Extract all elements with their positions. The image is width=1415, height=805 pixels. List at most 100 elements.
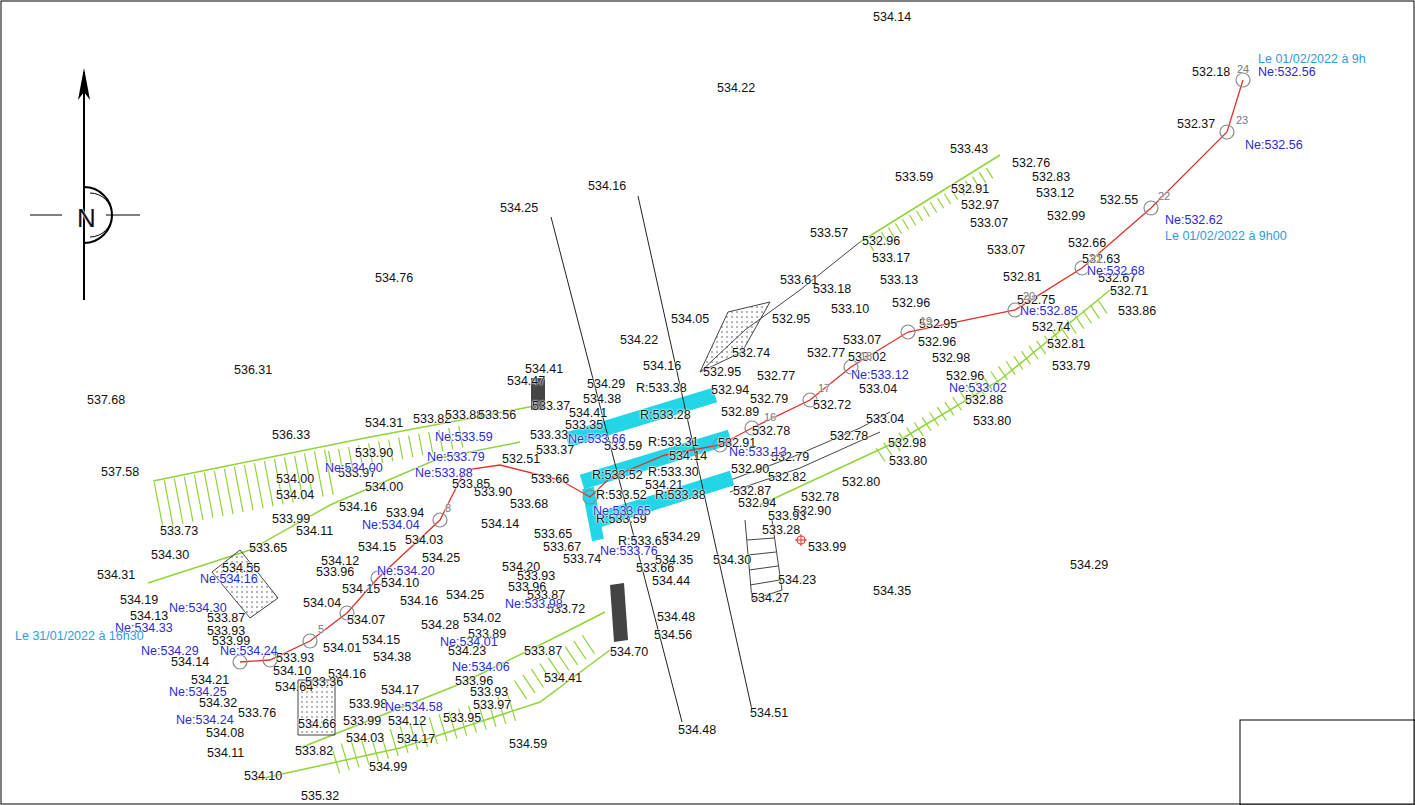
elevation-label: 533.95	[443, 711, 481, 725]
elevation-label: 533.33	[530, 428, 568, 442]
water-level-label: Ne:533.79	[427, 450, 485, 464]
elevation-label: 534.19	[120, 593, 158, 607]
road-edges	[212, 242, 890, 735]
elevation-label: 534.99	[369, 760, 407, 774]
elevation-label: 532.66	[1068, 236, 1106, 250]
elevation-label: 533.93	[470, 685, 508, 699]
elevation-label: 532.51	[502, 452, 540, 466]
elevation-label: 532.37	[1177, 117, 1215, 131]
elevation-label: 532.72	[813, 398, 851, 412]
elevation-label: 533.94	[386, 506, 424, 520]
water-level-label: Ne:533.76	[600, 544, 658, 558]
elevation-label: 533.68	[510, 497, 548, 511]
embankments	[148, 155, 1110, 780]
elevation-label: R:533.52	[592, 468, 643, 482]
elevation-label: 534.22	[717, 81, 755, 95]
water-level-label: Ne:533.88	[415, 466, 473, 480]
elevation-label: 533.97	[473, 698, 511, 712]
elevation-label: 534.44	[652, 574, 690, 588]
elevation-label: 534.23	[778, 573, 816, 587]
elevation-label: 534.76	[375, 271, 413, 285]
elevation-label: 534.14	[873, 10, 911, 24]
elevation-label: 532.89	[721, 405, 759, 419]
elevation-label: 534.29	[587, 377, 625, 391]
elevation-label: 534.15	[358, 540, 396, 554]
elevation-label: 533.12	[1036, 186, 1074, 200]
date-note: Le 01/02/2022 à 9h	[1258, 52, 1366, 66]
water-level-label: Ne:533.02	[949, 381, 1007, 395]
elevation-label: 532.97	[961, 198, 999, 212]
elevation-label: 532.55	[1100, 193, 1138, 207]
station-number: 5	[318, 623, 324, 635]
elevation-label: 534.41	[544, 671, 582, 685]
elevation-label: 534.41	[569, 406, 607, 420]
water-level-label: Ne:533.13	[729, 445, 787, 459]
elevation-label: 534.17	[381, 683, 419, 697]
elevation-label: 534.31	[365, 416, 403, 430]
elevation-label: 534.31	[97, 568, 135, 582]
elevation-label: 534.00	[276, 472, 314, 486]
elevation-label: 533.66	[531, 472, 569, 486]
elevation-label: 533.43	[950, 142, 988, 156]
water-level-label: Ne:534.58	[385, 700, 443, 714]
water-level-label: Ne:532.56	[1258, 65, 1316, 79]
elevation-label: 533.28	[762, 523, 800, 537]
elevation-label: 532.79	[750, 392, 788, 406]
water-level-label: Ne:533.65	[593, 504, 651, 518]
elevation-label: 533.73	[160, 524, 198, 538]
elevation-label: 534.15	[362, 633, 400, 647]
elevation-label: 532.96	[862, 234, 900, 248]
elevation-label: 537.58	[101, 465, 139, 479]
elevation-label: R:533.28	[640, 408, 691, 422]
water-level-label: Ne:534.06	[452, 660, 510, 674]
title-box	[1240, 720, 1415, 805]
elevation-label: 532.80	[842, 475, 880, 489]
elevation-label: 534.11	[207, 746, 244, 760]
elevation-label: 533.67	[543, 540, 581, 554]
elevation-label: 532.76	[1012, 156, 1050, 170]
elevation-label: 532.78	[801, 490, 839, 504]
elevation-label: 533.18	[813, 282, 851, 296]
elevation-label: R:533.30	[648, 465, 699, 479]
water-level-label: Ne:533.12	[851, 368, 909, 382]
elevation-label: 534.25	[500, 201, 538, 215]
elevation-label: 534.25	[422, 551, 460, 565]
elevation-label: 532.87	[733, 484, 771, 498]
elevation-label: 533.17	[872, 251, 910, 265]
water-level-label: Ne:532.85	[1020, 304, 1078, 318]
elevation-label: 534.70	[610, 645, 648, 659]
date-note: Le 01/02/2022 à 9h00	[1165, 229, 1287, 243]
elevation-label: 533.96	[316, 565, 354, 579]
elevation-label: 534.14	[481, 517, 519, 531]
wall-block	[610, 583, 628, 642]
elevation-label: 534.25	[446, 588, 484, 602]
elevation-label: 532.78	[830, 429, 868, 443]
elevation-label: 534.13	[130, 609, 168, 623]
elevation-label: 534.51	[750, 706, 788, 720]
station-number: 24	[1237, 63, 1249, 75]
water-level-label: Ne:534.01	[440, 635, 498, 649]
elevation-label: 534.66	[298, 717, 336, 731]
water-level-label: Ne:534.25	[169, 685, 227, 699]
date-note: Le 31/01/2022 à 16h30	[15, 629, 144, 643]
elevation-label: 534.47	[507, 374, 545, 388]
elevation-label: 533.07	[970, 216, 1008, 230]
elevation-label: 533.98	[349, 697, 387, 711]
elevation-label: 533.80	[973, 414, 1011, 428]
elevation-label: 534.21	[191, 673, 229, 687]
elevation-label: 534.16	[400, 594, 438, 608]
elevation-label: 533.57	[810, 226, 848, 240]
elevation-label: 532.94	[738, 496, 776, 510]
elevation-label: 533.10	[831, 302, 869, 316]
elevation-label: 534.04	[303, 596, 341, 610]
culvert-bands	[567, 395, 732, 540]
elevation-label: 532.78	[752, 424, 790, 438]
elevation-label: 534.12	[388, 714, 426, 728]
elevation-label: 532.81	[1047, 337, 1085, 351]
elevation-label: 533.13	[880, 273, 918, 287]
elevation-label: 532.91	[951, 182, 989, 196]
station-number: 21	[1090, 253, 1102, 265]
elevation-label: 535.32	[301, 789, 339, 803]
elevation-label: 534.15	[342, 582, 380, 596]
